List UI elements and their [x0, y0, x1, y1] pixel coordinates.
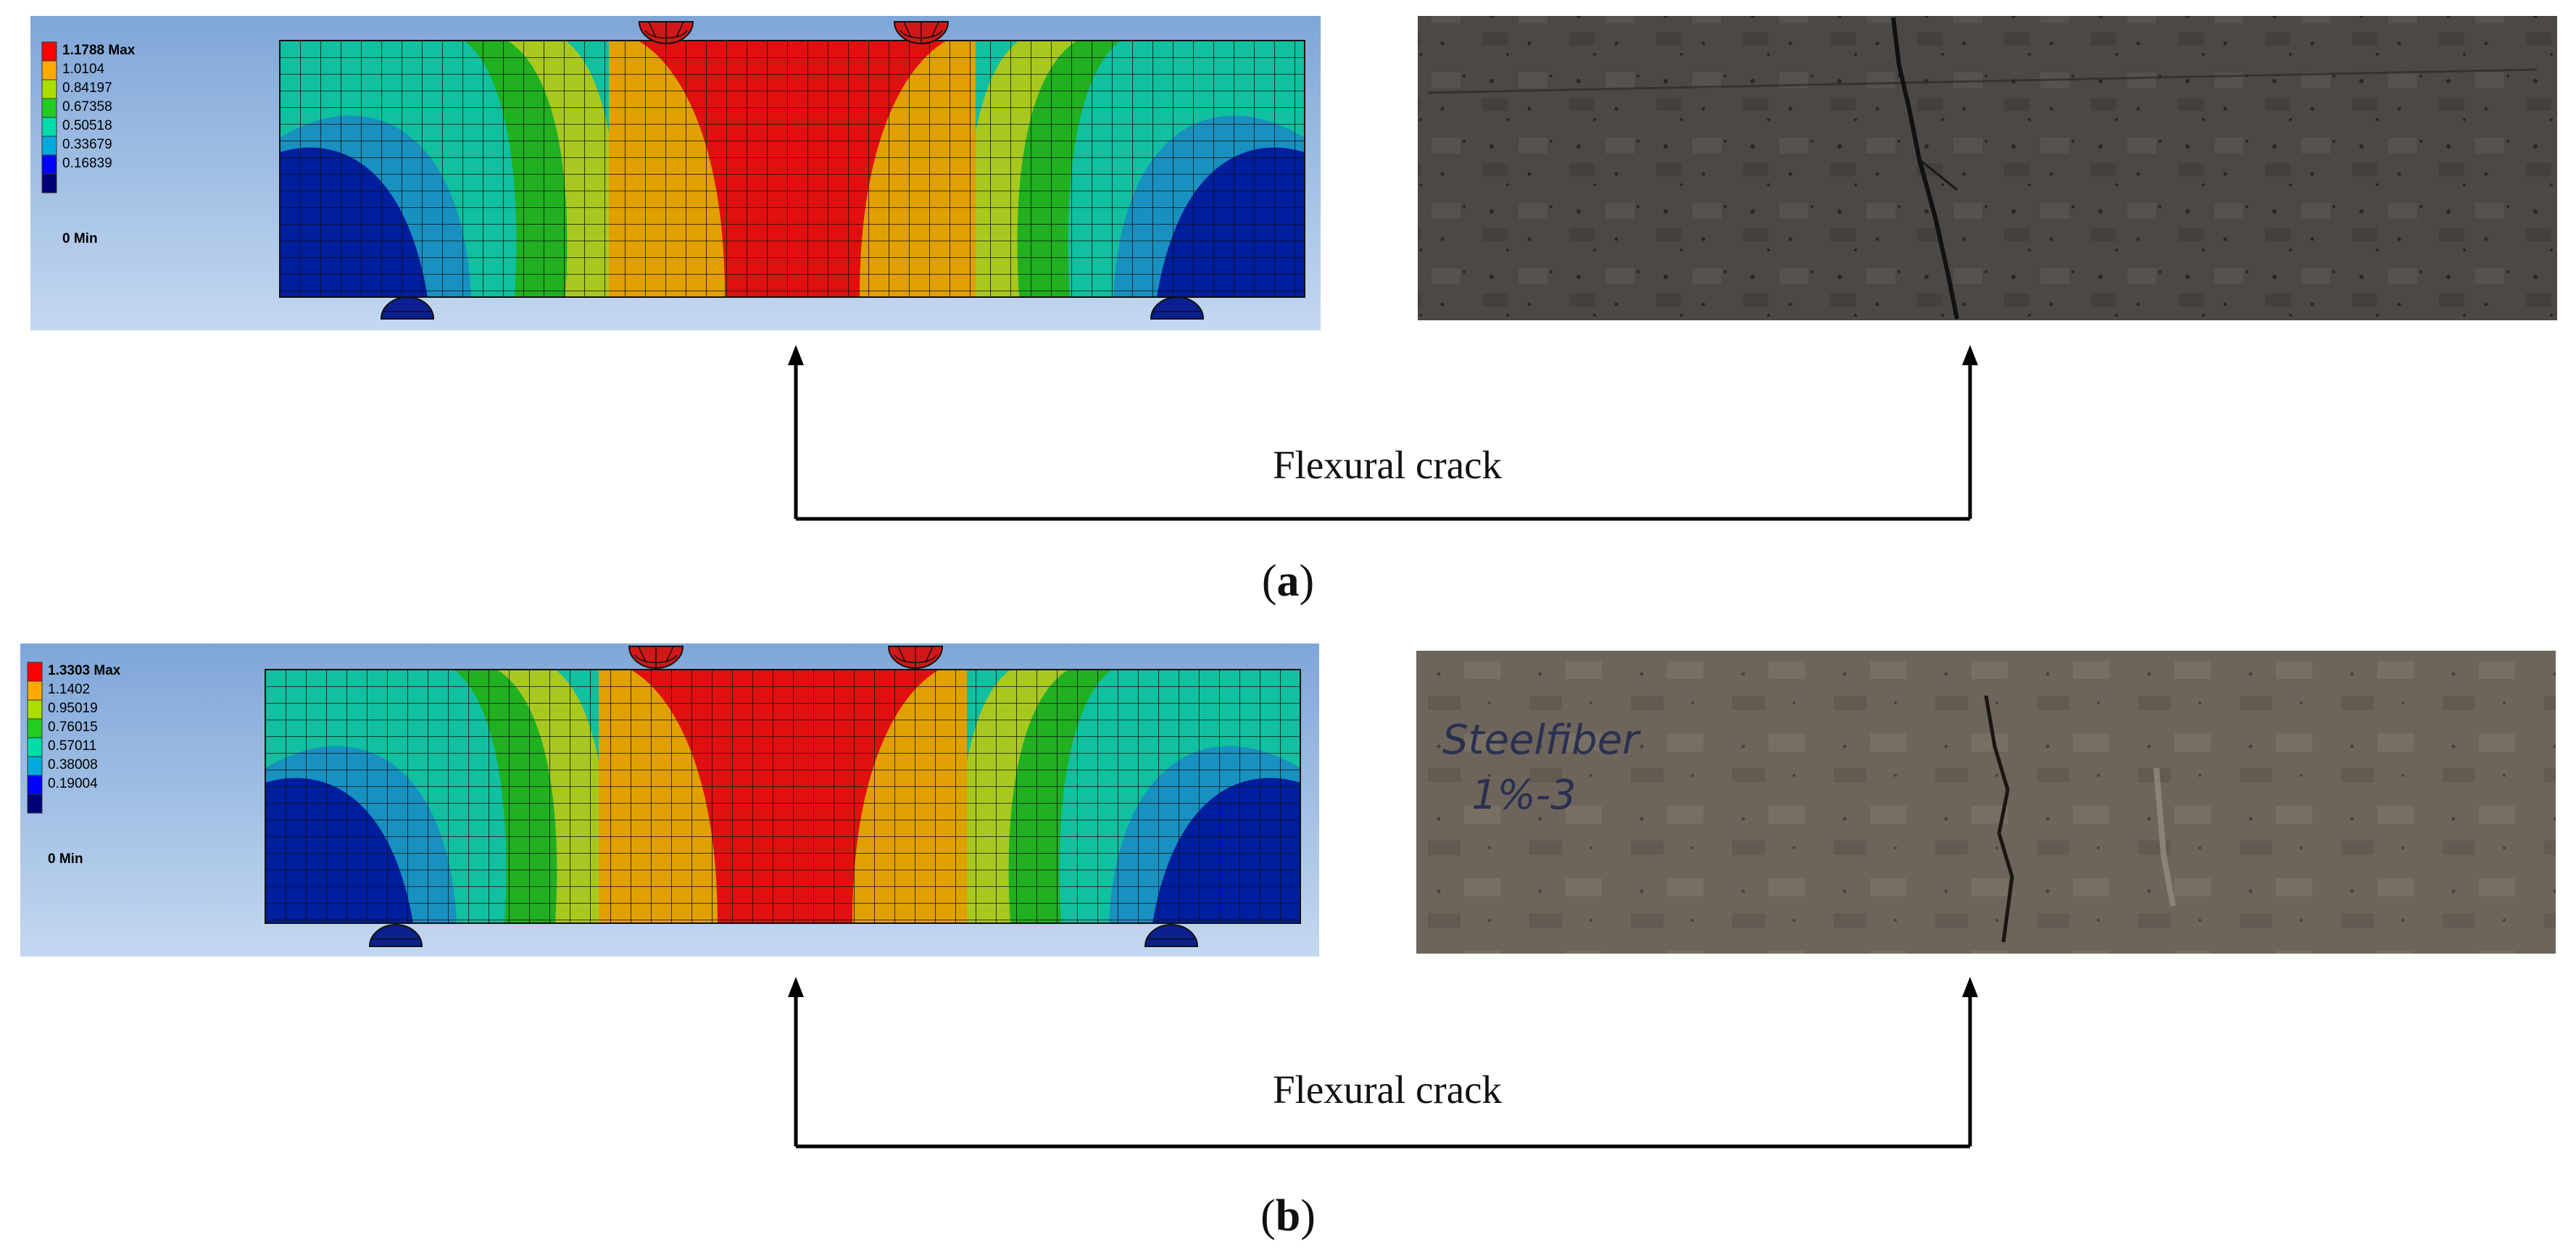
legend-swatch — [27, 718, 43, 738]
legend-label: 0.57011 — [48, 738, 96, 754]
handwritten-label: 1%-3 — [1471, 772, 1576, 819]
legend-swatch — [27, 699, 43, 720]
legend-label: 0.33679 — [62, 137, 112, 152]
crack-line-b — [1984, 695, 2014, 943]
legend-swatch — [27, 680, 43, 701]
legend-label: 0.76015 — [48, 720, 98, 735]
crack-annotation-a: Flexural crack — [788, 345, 1978, 521]
arrowhead-icon — [1962, 345, 1978, 365]
panel-b: 1.3303 Max 1.1402 0.95019 0.76015 0.5701… — [20, 643, 2556, 1241]
arrowhead-icon — [788, 345, 804, 365]
legend-swatch — [41, 117, 57, 137]
legend-swatch — [27, 737, 43, 757]
legend-swatch — [41, 79, 57, 99]
legend-swatch — [41, 41, 57, 62]
legend-swatch — [41, 60, 57, 80]
legend-label: 0.50518 — [62, 118, 112, 133]
legend-label: 1.0104 — [62, 62, 105, 77]
support-right-a — [1150, 296, 1205, 320]
legend-label: 0 Min — [62, 231, 98, 246]
beam-contour-a — [279, 40, 1305, 298]
legend-swatch — [41, 98, 57, 118]
beam-photo-a — [1418, 16, 2557, 320]
legend-swatch — [27, 662, 43, 682]
legend-swatch — [41, 136, 57, 156]
legend-label: 0.38008 — [48, 757, 98, 772]
crack-annotation-b: Flexural crack — [788, 977, 1978, 1149]
legend-swatch — [27, 775, 43, 795]
legend-b: 1.3303 Max 1.1402 0.95019 0.76015 0.5701… — [27, 662, 121, 867]
legend-swatch — [27, 793, 43, 814]
support-left-a — [380, 296, 435, 320]
load-pad-right-b — [887, 646, 944, 669]
legend-a: 1.1788 Max 1.0104 0.84197 0.67358 0.5051… — [41, 41, 136, 246]
legend-label: 0.16839 — [62, 156, 112, 171]
subfigure-label-b: (b) — [1260, 1191, 1316, 1241]
panel-a: 1.1788 Max 1.0104 0.84197 0.67358 0.5051… — [30, 16, 2557, 606]
annotation-label: Flexural crack — [1273, 1067, 1503, 1112]
arrowhead-icon — [1962, 977, 1978, 997]
subfigure-label-a: (a) — [1262, 557, 1314, 606]
legend-label: 0.19004 — [48, 776, 98, 791]
legend-swatch — [27, 756, 43, 776]
legend-label: 0.84197 — [62, 80, 112, 96]
load-pad-right-a — [893, 21, 950, 44]
load-pad-left-a — [638, 21, 694, 44]
support-right-b — [1144, 924, 1199, 947]
legend-swatch — [41, 173, 57, 193]
legend-swatch — [41, 154, 57, 175]
legend-label: 0.67358 — [62, 99, 112, 114]
load-pad-left-b — [628, 646, 684, 669]
annotation-label: Flexural crack — [1273, 443, 1503, 487]
handwritten-label: Steelfiber — [1442, 717, 1641, 764]
legend-label: 1.3303 Max — [48, 663, 121, 678]
legend-label: 0 Min — [48, 851, 83, 867]
legend-label: 0.95019 — [48, 701, 98, 716]
legend-label: 1.1788 Max — [62, 43, 136, 58]
legend-label: 1.1402 — [48, 682, 90, 697]
beam-contour-b — [265, 669, 1301, 924]
arrowhead-icon — [788, 977, 804, 997]
support-left-b — [368, 924, 423, 947]
beam-photo-b: Steelfiber 1%-3 — [1416, 651, 2556, 954]
